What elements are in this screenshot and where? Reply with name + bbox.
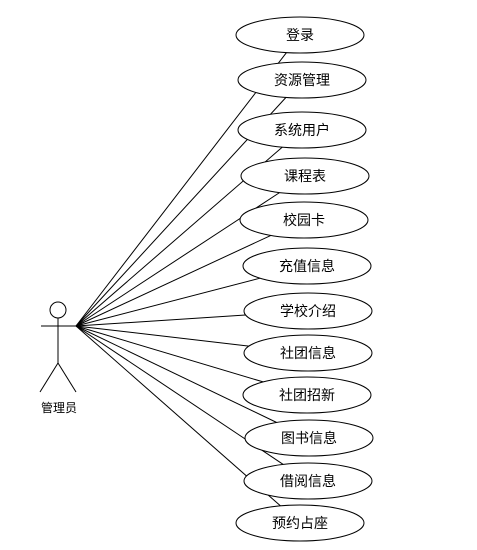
use-case-label: 系统用户: [274, 122, 330, 139]
use-case-ellipse: [243, 462, 373, 500]
use-case-8: 社团信息: [243, 334, 373, 372]
use-case-ellipse: [243, 334, 373, 372]
use-case-7: 学校介绍: [243, 292, 373, 330]
association-line-9: [75, 325, 264, 383]
association-line-1: [75, 52, 287, 327]
use-case-label: 登录: [286, 28, 314, 44]
use-case-ellipse: [242, 247, 372, 285]
use-case-label: 社团招新: [279, 388, 335, 404]
use-case-ellipse: [235, 16, 365, 54]
use-case-ellipse: [242, 376, 372, 414]
use-case-2: 资源管理: [237, 61, 367, 99]
association-line-5: [75, 234, 272, 327]
use-case-9: 社团招新: [242, 376, 372, 414]
use-case-ellipse: [239, 201, 369, 239]
use-case-label: 学校介绍: [280, 303, 336, 320]
use-case-ellipse: [235, 504, 365, 542]
association-line-6: [75, 277, 261, 327]
use-case-label: 图书信息: [281, 430, 337, 447]
use-case-10: 图书信息: [244, 419, 374, 457]
use-case-ellipse: [237, 111, 367, 149]
use-case-label: 校园卡: [283, 212, 325, 229]
use-case-label: 课程表: [284, 169, 326, 185]
actor-administrator: 管理员: [39, 301, 77, 415]
use-case-6: 充值信息: [242, 247, 372, 285]
use-case-ellipse: [237, 61, 367, 99]
associations: [75, 52, 287, 507]
use-case-5: 校园卡: [239, 201, 369, 239]
use-case-1: 登录: [235, 16, 365, 54]
use-case-label: 充值信息: [279, 258, 335, 275]
use-case-11: 借阅信息: [243, 462, 373, 500]
actor-left-leg: [39, 362, 59, 393]
actor-right-leg: [57, 362, 77, 393]
use-case-ellipse: [240, 157, 370, 195]
association-line-8: [75, 325, 249, 347]
use-case-4: 课程表: [240, 157, 370, 195]
use-cases: 登录资源管理系统用户课程表校园卡充值信息学校介绍社团信息社团招新图书信息借阅信息…: [235, 16, 374, 542]
use-case-label: 社团信息: [280, 345, 336, 362]
association-line-10: [75, 325, 277, 423]
use-case-ellipse: [243, 292, 373, 330]
actor-label: 管理员: [41, 400, 77, 415]
use-case-label: 借阅信息: [280, 473, 336, 490]
use-case-label: 资源管理: [274, 73, 330, 89]
use-case-ellipse: [244, 419, 374, 457]
actor-head: [49, 301, 67, 319]
use-case-3: 系统用户: [237, 111, 367, 149]
use-case-12: 预约占座: [235, 504, 365, 542]
association-line-7: [75, 314, 246, 327]
use-case-label: 预约占座: [272, 516, 328, 532]
